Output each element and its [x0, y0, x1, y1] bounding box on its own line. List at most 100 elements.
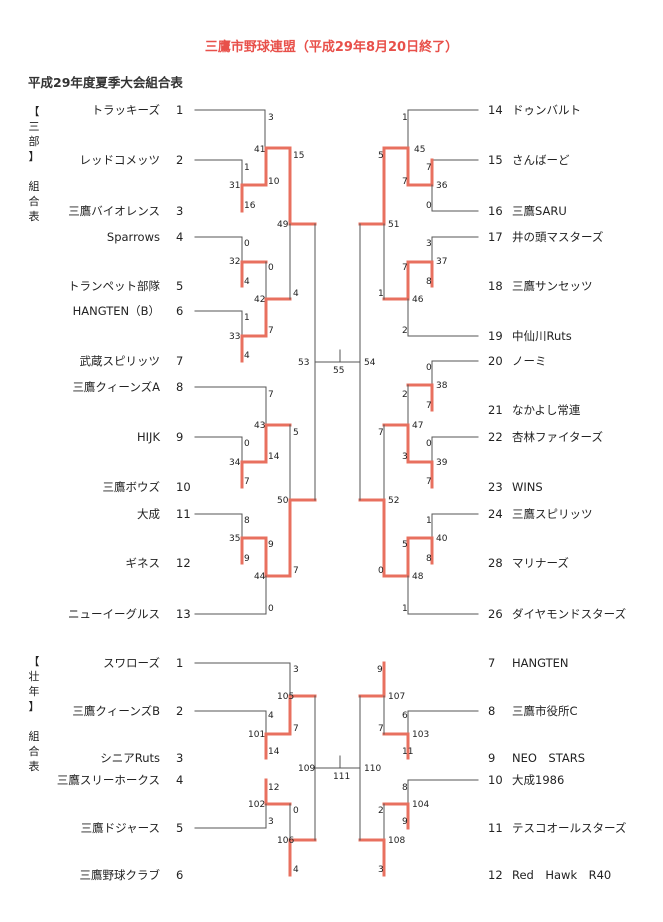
score-label: 8 [426, 277, 432, 287]
team-number: 8 [488, 704, 495, 718]
score-label: 7 [268, 326, 274, 336]
score-label: 0 [293, 806, 299, 816]
team-name: 三鷹サンセッツ [512, 279, 593, 293]
team-name: 三鷹ボウズ [103, 480, 161, 494]
score-label: 37 [436, 257, 447, 267]
score-label: 3 [426, 239, 432, 249]
score-label: 44 [254, 572, 266, 582]
score-label: 9 [244, 554, 250, 564]
team-name: ニューイーグルス [68, 607, 160, 621]
team-name: なかよし常連 [512, 403, 581, 417]
team-number: 10 [488, 773, 503, 787]
score-label: 40 [436, 534, 448, 544]
score-label: 12 [268, 783, 279, 793]
team-number: 23 [488, 480, 503, 494]
team-number: 2 [176, 153, 183, 167]
score-label: 32 [229, 257, 240, 267]
section-label-char: 壮 [29, 670, 40, 683]
team-name: 井の頭マスターズ [512, 230, 603, 244]
score-label: 11 [402, 747, 413, 757]
score-label: 101 [248, 730, 265, 740]
team-number: 6 [176, 304, 183, 318]
score-label: 3 [268, 817, 274, 827]
team-number: 11 [488, 821, 503, 835]
score-label: 4 [244, 277, 250, 287]
section-label-char: 表 [29, 209, 40, 223]
score-label: 0 [268, 604, 274, 614]
score-label: 9 [268, 540, 274, 550]
score-label: 7 [268, 390, 274, 400]
team-name: Sparrows [107, 230, 160, 244]
team-number: 14 [488, 103, 503, 117]
section-label-char: 組 [29, 180, 40, 193]
team-number: 9 [488, 751, 495, 765]
score-label: 7 [426, 477, 432, 487]
score-label: 8 [244, 516, 250, 526]
team-number: 4 [176, 230, 183, 244]
score-label: 4 [293, 289, 299, 299]
team-number: 17 [488, 230, 503, 244]
score-label: 14 [268, 452, 280, 462]
team-number: 6 [176, 868, 183, 882]
score-label: 109 [298, 764, 315, 774]
score-label: 1 [378, 289, 384, 299]
team-name: 三鷹SARU [512, 204, 567, 218]
score-label: 103 [412, 730, 429, 740]
score-label: 8 [402, 783, 408, 793]
score-label: 105 [277, 692, 294, 702]
team-name: トラッキーズ [92, 103, 160, 117]
team-name: 大成 [137, 507, 160, 521]
score-label: 3 [402, 452, 408, 462]
score-label: 7 [244, 477, 250, 487]
score-label: 31 [229, 181, 240, 191]
team-number: 4 [176, 773, 183, 787]
score-label: 111 [333, 772, 350, 782]
score-label: 0 [244, 439, 250, 449]
score-label: 3 [268, 113, 274, 123]
team-number: 3 [176, 204, 183, 218]
score-label: 45 [414, 145, 425, 155]
score-label: 2 [402, 326, 408, 336]
score-label: 7 [378, 724, 384, 734]
score-label: 9 [377, 665, 383, 675]
team-number: 24 [488, 507, 503, 521]
section-label-char: 】 [29, 700, 40, 713]
score-label: 46 [412, 295, 424, 305]
page-title: 三鷹市野球連盟（平成29年8月20日終了） [204, 40, 459, 55]
team-number: 8 [176, 380, 183, 394]
team-name: 大成1986 [512, 773, 564, 787]
score-label: 9 [402, 817, 408, 827]
score-label: 106 [277, 836, 294, 846]
team-name: WINS [512, 480, 543, 494]
team-name: 三鷹バイオレンス [68, 204, 160, 218]
team-number: 13 [176, 607, 191, 621]
score-label: 7 [402, 263, 408, 273]
score-label: 5 [378, 151, 384, 161]
score-label: 3 [293, 665, 299, 675]
section-label-char: 合 [29, 744, 40, 758]
section-label-char: 合 [29, 194, 40, 208]
team-name: ノーミ [512, 354, 547, 368]
score-label: 33 [229, 332, 240, 342]
score-label: 8 [426, 554, 432, 564]
team-number: 5 [176, 821, 183, 835]
score-label: 1 [402, 604, 408, 614]
score-label: 48 [412, 572, 424, 582]
score-label: 55 [333, 366, 344, 376]
team-name: HIJK [137, 430, 160, 444]
score-label: 10 [268, 177, 280, 187]
score-label: 41 [254, 145, 265, 155]
score-label: 108 [388, 836, 405, 846]
team-number: 20 [488, 354, 503, 368]
score-label: 104 [412, 800, 429, 810]
team-number: 28 [488, 556, 503, 570]
score-label: 7 [293, 724, 299, 734]
score-label: 50 [277, 496, 289, 506]
team-name: HANGTEN（B） [73, 304, 160, 318]
score-label: 15 [293, 151, 304, 161]
score-label: 7 [426, 163, 432, 173]
team-name: シニアRuts [100, 751, 160, 765]
team-name: 中仙川Ruts [512, 329, 572, 343]
score-label: 42 [254, 295, 265, 305]
team-name: テスコオールスターズ [512, 821, 626, 835]
